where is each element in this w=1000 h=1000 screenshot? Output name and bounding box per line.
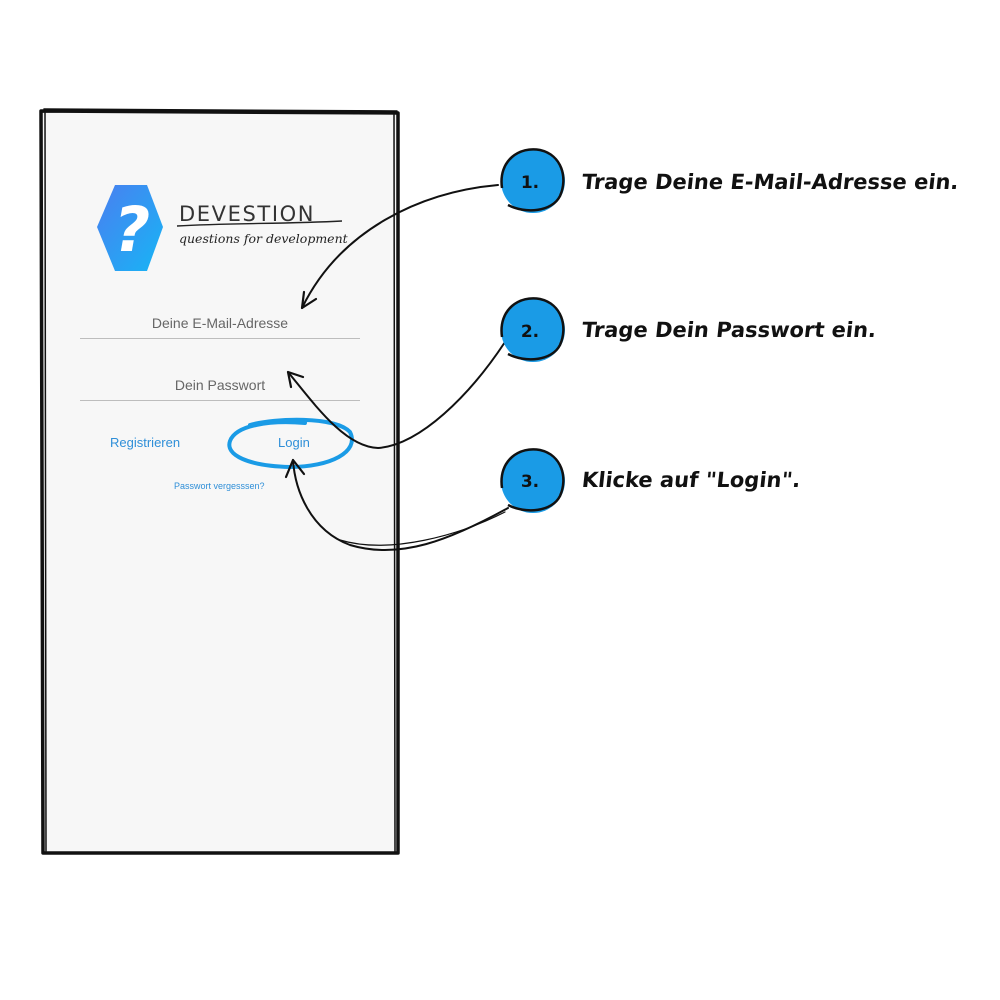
hexagon-question-icon: ? [97, 185, 343, 271]
register-link[interactable]: Registrieren [110, 435, 181, 450]
step-number-2: 2. [520, 322, 540, 342]
step-text-1: Trage Deine E-Mail-Adresse ein. [580, 170, 960, 194]
password-field[interactable] [80, 370, 360, 401]
forgot-password-link[interactable]: Passwort vergesssen? [174, 481, 265, 491]
step-number-1: 1. [520, 173, 540, 193]
brand-name: DEVESTION [179, 202, 316, 226]
brand-logo: ? DEVESTION questions for development [97, 185, 348, 271]
brand-tagline: questions for development [179, 231, 348, 246]
step-text-3: Klicke auf "Login". [580, 468, 802, 492]
step-number-3: 3. [520, 472, 540, 492]
email-field[interactable] [80, 308, 360, 339]
step-text-2: Trage Dein Passwort ein. [580, 318, 878, 342]
login-button[interactable]: Login [278, 435, 310, 450]
